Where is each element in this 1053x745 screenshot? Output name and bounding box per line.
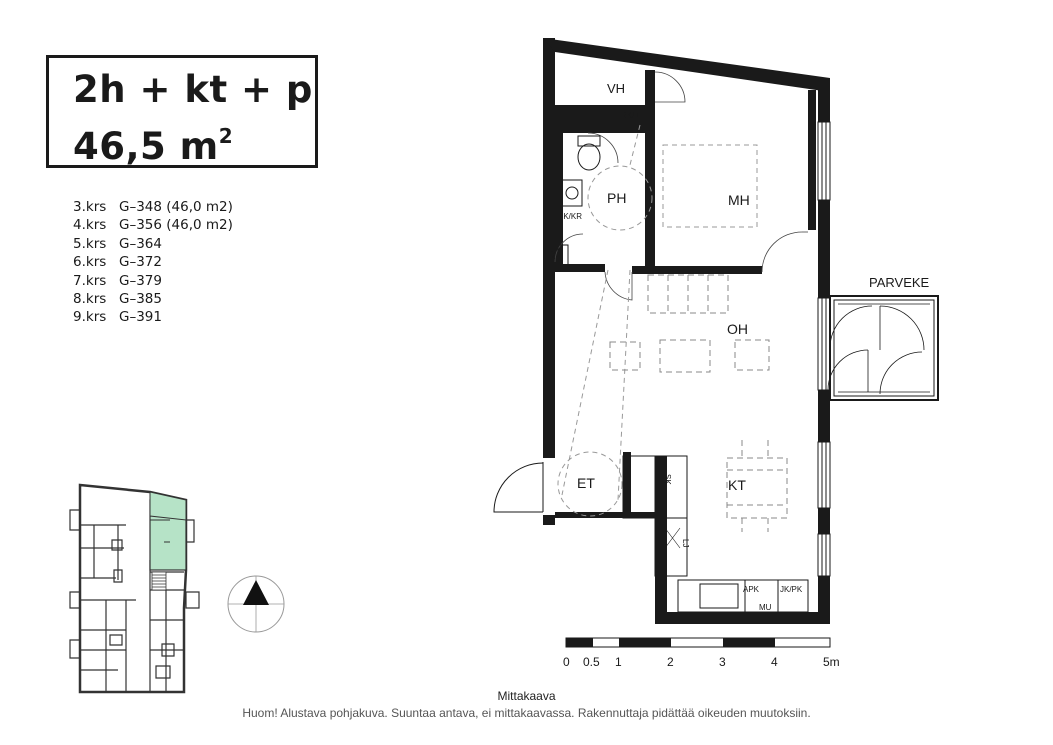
apartment-area: 46,5 m2 bbox=[73, 116, 233, 167]
unit-list: 3.krs G–348 (46,0 m2) 4.krs G–356 (46,0 m2… bbox=[73, 198, 233, 327]
scale-tick-label: 5m bbox=[823, 655, 840, 669]
unit-code: G–372 bbox=[119, 254, 162, 271]
unit-code: G–364 bbox=[119, 235, 162, 252]
scale-label: Mittakaava bbox=[497, 689, 556, 703]
room-label-oh: OH bbox=[727, 321, 748, 337]
room-label-pkkr: PK/KR bbox=[558, 212, 582, 221]
room-label-vh: VH bbox=[607, 81, 625, 96]
unit-floor: 6.krs bbox=[73, 254, 107, 271]
unit-row: 9.krs G–391 bbox=[73, 308, 233, 326]
unit-floor: 8.krs bbox=[73, 291, 107, 308]
disclaimer-text: Huom! Alustava pohjakuva. Suuntaa antava… bbox=[242, 706, 811, 720]
unit-floor: 9.krs bbox=[73, 309, 107, 326]
north-arrow-icon bbox=[227, 575, 285, 633]
unit-code: G–356 (46,0 m2) bbox=[119, 217, 233, 234]
unit-row: 5.krs G–364 bbox=[73, 235, 233, 253]
site-key-plan bbox=[69, 483, 200, 694]
room-label-kt: KT bbox=[728, 477, 746, 493]
room-label-py: PY bbox=[548, 250, 555, 260]
unit-row: 6.krs G–372 bbox=[73, 253, 233, 271]
scale-tick-label: 0.5 bbox=[583, 655, 600, 669]
unit-code: G–348 (46,0 m2) bbox=[119, 199, 233, 215]
room-label-rkjt: RK/JT bbox=[621, 111, 643, 120]
room-label-parveke: PARVEKE bbox=[869, 275, 930, 290]
room-label-jkpk: JK/PK bbox=[780, 585, 803, 594]
area-exponent: 2 bbox=[218, 124, 234, 148]
apartment-title-box: 2h + kt + p 46,5 m2 bbox=[46, 55, 318, 168]
scale-tick-label: 1 bbox=[615, 655, 622, 669]
unit-code: G–385 bbox=[119, 291, 162, 308]
room-label-mh: MH bbox=[728, 192, 750, 208]
unit-floor: 4.krs bbox=[73, 217, 107, 234]
unit-row: 4.krs G–356 (46,0 m2) bbox=[73, 216, 233, 234]
scale-tick-label: 3 bbox=[719, 655, 726, 669]
scale-tick-label: 2 bbox=[667, 655, 674, 669]
unit-code: G–391 bbox=[119, 309, 162, 326]
room-label-sk: SK bbox=[663, 474, 672, 485]
room-label-mu: MU bbox=[759, 603, 772, 612]
area-value: 46,5 m bbox=[73, 125, 219, 168]
room-label-apk: APK bbox=[743, 585, 760, 594]
room-label-lj: LJ bbox=[681, 539, 690, 547]
unit-floor: 3.krs bbox=[73, 199, 107, 215]
room-label-ph: PH bbox=[607, 190, 626, 206]
unit-row: 3.krs G–348 (46,0 m2) bbox=[73, 198, 233, 216]
unit-row: 8.krs G–385 bbox=[73, 290, 233, 308]
unit-floor: 5.krs bbox=[73, 235, 107, 252]
unit-row: 7.krs G–379 bbox=[73, 272, 233, 290]
scale-bar bbox=[565, 637, 831, 648]
room-label-et: ET bbox=[577, 475, 595, 491]
apartment-type: 2h + kt + p bbox=[73, 68, 313, 111]
unit-code: G–379 bbox=[119, 272, 162, 289]
scale-tick-label: 4 bbox=[771, 655, 778, 669]
scale-tick-label: 0 bbox=[563, 655, 570, 669]
unit-floor: 7.krs bbox=[73, 272, 107, 289]
